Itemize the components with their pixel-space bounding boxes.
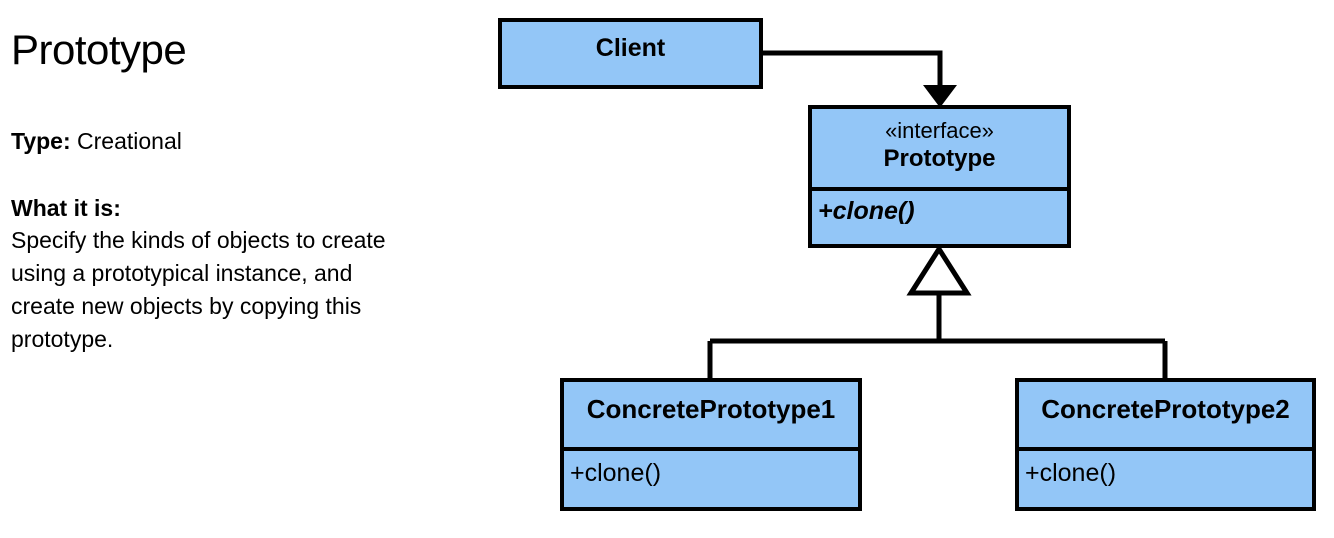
uml-class-client[interactable]: Client <box>498 18 763 89</box>
operation-clone: +clone() <box>1025 459 1117 487</box>
pattern-type-label: Type: <box>11 128 71 154</box>
class-header-concreteprototype2: ConcretePrototype2 <box>1019 382 1312 447</box>
pattern-type-line: Type: Creational <box>11 127 182 155</box>
uml-class-prototype[interactable]: «interface» Prototype +clone() <box>808 105 1071 248</box>
hollow-triangle-icon <box>906 244 972 296</box>
class-operations-prototype: +clone() <box>812 187 1067 244</box>
operation-clone: +clone() <box>818 197 915 225</box>
filled-arrowhead-icon <box>923 85 957 108</box>
class-stereotype-prototype: «interface» <box>885 118 994 143</box>
page-title: Prototype <box>11 26 187 73</box>
body-line: create new objects by copying this <box>11 293 362 319</box>
class-header-prototype: «interface» Prototype <box>812 109 1067 187</box>
what-it-is-heading: What it is: <box>11 195 121 221</box>
connector-generalization <box>707 244 1168 380</box>
what-it-is-body: Specify the kinds of objects to create u… <box>11 224 501 356</box>
body-line: Specify the kinds of objects to create <box>11 227 386 253</box>
class-name-prototype: Prototype <box>883 145 996 172</box>
connector-client-to-prototype <box>763 50 957 108</box>
class-header-client: Client <box>502 22 759 61</box>
uml-class-concreteprototype1[interactable]: ConcretePrototype1 +clone() <box>560 378 862 511</box>
class-operations-concreteprototype1: +clone() <box>564 447 858 507</box>
operation-clone: +clone() <box>570 459 662 487</box>
pattern-type-value: Creational <box>77 128 182 154</box>
body-line: prototype. <box>11 326 114 352</box>
class-name-concreteprototype1: ConcretePrototype1 <box>586 394 836 424</box>
class-header-concreteprototype1: ConcretePrototype1 <box>564 382 858 447</box>
pattern-info-panel: Prototype Type: Creational What it is: S… <box>11 26 489 352</box>
body-line: using a prototypical instance, and <box>11 260 353 286</box>
class-name-client: Client <box>595 34 666 62</box>
class-operations-concreteprototype2: +clone() <box>1019 447 1312 507</box>
uml-class-concreteprototype2[interactable]: ConcretePrototype2 +clone() <box>1015 378 1316 511</box>
class-name-concreteprototype2: ConcretePrototype2 <box>1041 394 1290 424</box>
